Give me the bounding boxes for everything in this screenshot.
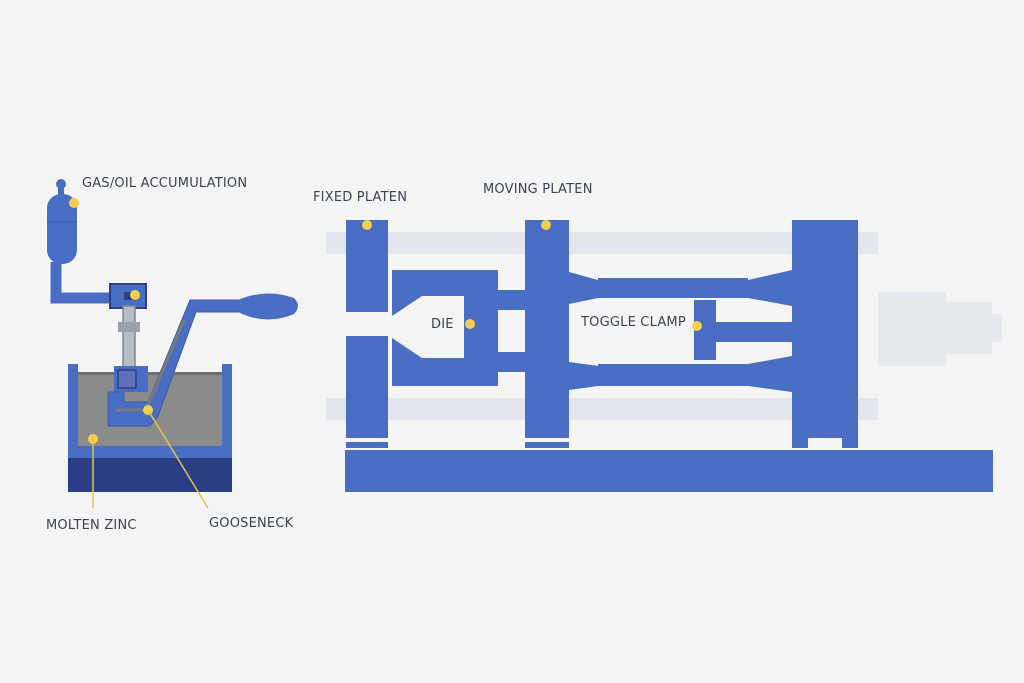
marker-toggle-clamp <box>692 321 702 331</box>
marker-valve <box>130 290 140 300</box>
piston-rod <box>122 305 136 369</box>
tie-bar-upper <box>326 232 878 254</box>
marker-moving-platen <box>541 220 551 230</box>
accumulator-pipe <box>50 262 118 304</box>
machine-base <box>345 450 993 492</box>
label-die: DIE <box>431 317 454 332</box>
tie-bar-lower <box>326 398 878 420</box>
accumulator-tank <box>47 179 77 264</box>
label-moving-platen: MOVING PLATEN <box>483 182 593 197</box>
clamping-unit <box>326 220 1002 492</box>
marker-die <box>465 319 475 329</box>
callout-markers <box>69 198 702 509</box>
nozzle <box>238 293 298 320</box>
label-fixed-platen: FIXED PLATEN <box>313 190 408 205</box>
moving-platen <box>525 220 569 448</box>
label-molten-zinc: MOLTEN ZINC <box>46 518 137 533</box>
label-gas-oil-accumulation: GAS/OIL ACCUMULATION <box>82 176 248 191</box>
label-toggle-clamp: TOGGLE CLAMP <box>581 315 686 330</box>
label-gooseneck: GOOSENECK <box>209 516 294 531</box>
fixed-platen <box>346 220 388 448</box>
rear-platen <box>792 220 858 448</box>
clamp-cylinder <box>878 292 946 366</box>
toggle-clamp <box>569 270 792 392</box>
molten-zinc-pot <box>68 364 232 492</box>
marker-fixed-platen <box>362 220 372 230</box>
die <box>392 270 526 386</box>
gooseneck-machine <box>47 179 298 492</box>
marker-gas-oil-accumulation <box>69 198 79 208</box>
